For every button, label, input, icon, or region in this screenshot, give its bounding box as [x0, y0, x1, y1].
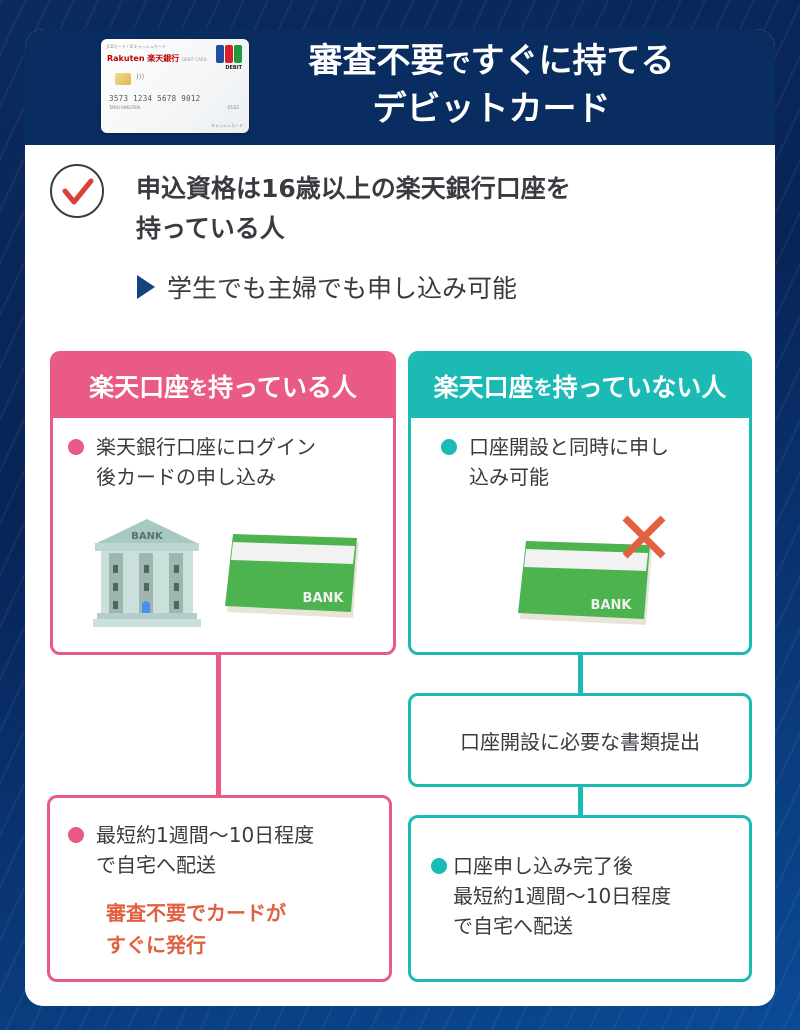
card-brand: Rakuten 楽天銀行 DEBIT CARD: [107, 54, 207, 63]
has-account-header: 楽天口座を持っている人: [53, 354, 393, 418]
document-submission-text: 口座開設に必要な書類提出: [460, 729, 700, 754]
card-expiry: 07/22: [227, 105, 239, 110]
jcb-logo-icon: [216, 45, 242, 63]
flow-connector-right-1: [578, 655, 583, 695]
requirement-sub: 学生でも主婦でも申し込み可能: [137, 269, 517, 305]
card-bottom-text: キャッシュカード: [211, 123, 243, 128]
bullet-dot-icon: [441, 439, 457, 455]
no-account-header: 楽天口座を持っていない人: [411, 354, 749, 418]
bank-building-icon: BANK: [93, 519, 201, 627]
bullet-dot-icon: [68, 827, 84, 843]
triangle-right-icon: [137, 275, 155, 299]
has-account-box: 楽天口座を持っている人 楽天銀行口座にログイン 後カードの申し込み BANK: [50, 351, 396, 655]
svg-text:BANK: BANK: [591, 598, 633, 613]
has-account-bullet: 楽天銀行口座にログイン 後カードの申し込み: [68, 432, 316, 492]
no-account-box: 楽天口座を持っていない人 口座開設と同時に申し 込み可能 BANK: [408, 351, 752, 655]
bank-card-icon: BANK: [518, 541, 652, 625]
chip-icon: [115, 73, 131, 85]
document-submission-box: 口座開設に必要な書類提出: [408, 693, 752, 787]
header-banner: JCBカード / ICキャッシュカード Rakuten 楽天銀行 DEBIT C…: [25, 29, 775, 145]
card-number: 3573 1234 5678 9012: [109, 94, 201, 103]
flow-connector-right-2: [578, 787, 583, 817]
has-account-result: 最短約1週間〜10日程度 で自宅へ配送: [68, 820, 314, 880]
has-account-result-box: 最短約1週間〜10日程度 で自宅へ配送 審査不要でカードが すぐに発行: [47, 795, 392, 982]
card-top-text: JCBカード / ICキャッシュカード: [107, 44, 166, 49]
no-account-bullet: 口座開設と同時に申し 込み可能: [441, 432, 669, 492]
infographic-card: JCBカード / ICキャッシュカード Rakuten 楽天銀行 DEBIT C…: [25, 29, 775, 1006]
card-network-label: DEBIT: [225, 65, 242, 71]
no-account-result: 口座申し込み完了後 最短約1週間〜10日程度 で自宅へ配送: [431, 851, 671, 941]
bullet-dot-icon: [68, 439, 84, 455]
requirement-sub-text: 学生でも主婦でも申し込み可能: [167, 274, 518, 303]
contactless-icon: ))): [136, 73, 145, 81]
rakuten-debit-card-image: JCBカード / ICキャッシュカード Rakuten 楽天銀行 DEBIT C…: [101, 39, 249, 133]
svg-text:BANK: BANK: [303, 591, 345, 606]
svg-text:BANK: BANK: [131, 531, 164, 542]
card-holder: TARO RAKUTEN: [109, 105, 140, 110]
requirement-text: 申込資格は16歳以上の楽天銀行口座を 持っている人: [136, 174, 571, 243]
bullet-dot-icon: [431, 858, 447, 874]
no-account-result-box: 口座申し込み完了後 最短約1週間〜10日程度 で自宅へ配送: [408, 815, 752, 982]
page-title: 審査不要ですぐに持てる デビットカード: [308, 41, 675, 129]
no-screening-highlight: 審査不要でカードが すぐに発行: [106, 901, 286, 957]
flow-connector-left: [216, 655, 221, 797]
cross-icon: [622, 515, 666, 559]
bank-card-icon: BANK: [225, 534, 359, 618]
